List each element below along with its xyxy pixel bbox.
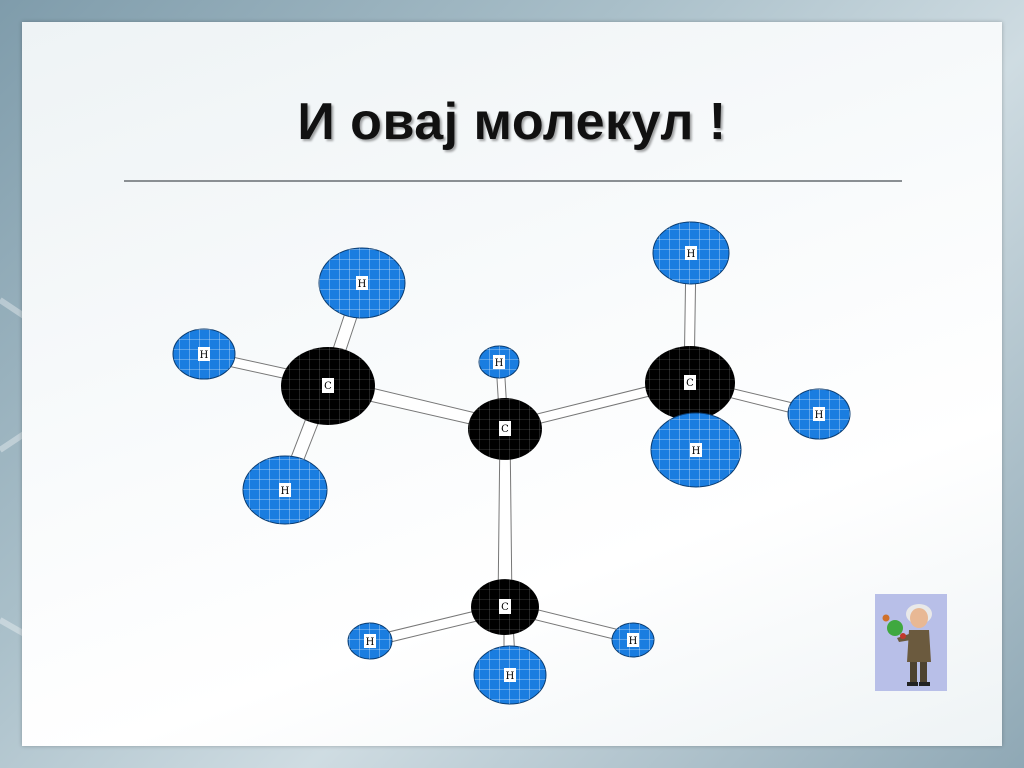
atom-label-h3: H bbox=[281, 486, 290, 497]
atom-c2: C bbox=[468, 398, 542, 460]
atom-h5: H bbox=[652, 221, 730, 285]
atom-label-h2: H bbox=[358, 279, 367, 290]
scientist-mascot-icon bbox=[875, 594, 947, 691]
atom-c1: C bbox=[281, 347, 375, 425]
atom-label-h8: H bbox=[366, 637, 375, 648]
atom-label-h7: H bbox=[692, 446, 701, 457]
atom-h4: H bbox=[478, 345, 520, 379]
atom-label-h1: H bbox=[200, 350, 209, 361]
atom-label-h4: H bbox=[495, 358, 504, 369]
atom-h9: H bbox=[473, 645, 547, 705]
atom-label-h6: H bbox=[815, 410, 824, 421]
atom-h1: H bbox=[172, 328, 236, 380]
atom-label-h5: H bbox=[687, 249, 696, 260]
atom-c3: C bbox=[645, 346, 735, 420]
atom-label-c1: C bbox=[324, 381, 332, 392]
slide-title: И овај молекул ! bbox=[297, 93, 727, 151]
atom-c4: C bbox=[471, 579, 539, 635]
atom-h7: H bbox=[650, 412, 742, 488]
title-divider bbox=[124, 180, 902, 182]
atom-label-c4: C bbox=[501, 602, 509, 613]
atom-h6: H bbox=[787, 388, 851, 440]
atom-label-h9: H bbox=[506, 671, 515, 682]
carbon-atoms: C C C C bbox=[281, 346, 735, 635]
atom-h2: H bbox=[318, 247, 406, 319]
atom-label-h10: H bbox=[629, 636, 638, 647]
atom-label-c2: C bbox=[501, 424, 509, 435]
atom-h3: H bbox=[242, 455, 328, 525]
atom-label-c3: C bbox=[686, 378, 694, 389]
atom-h8: H bbox=[347, 622, 393, 660]
atom-h10: H bbox=[611, 622, 655, 658]
hydrogen-atoms: H H H H H H bbox=[172, 221, 851, 705]
